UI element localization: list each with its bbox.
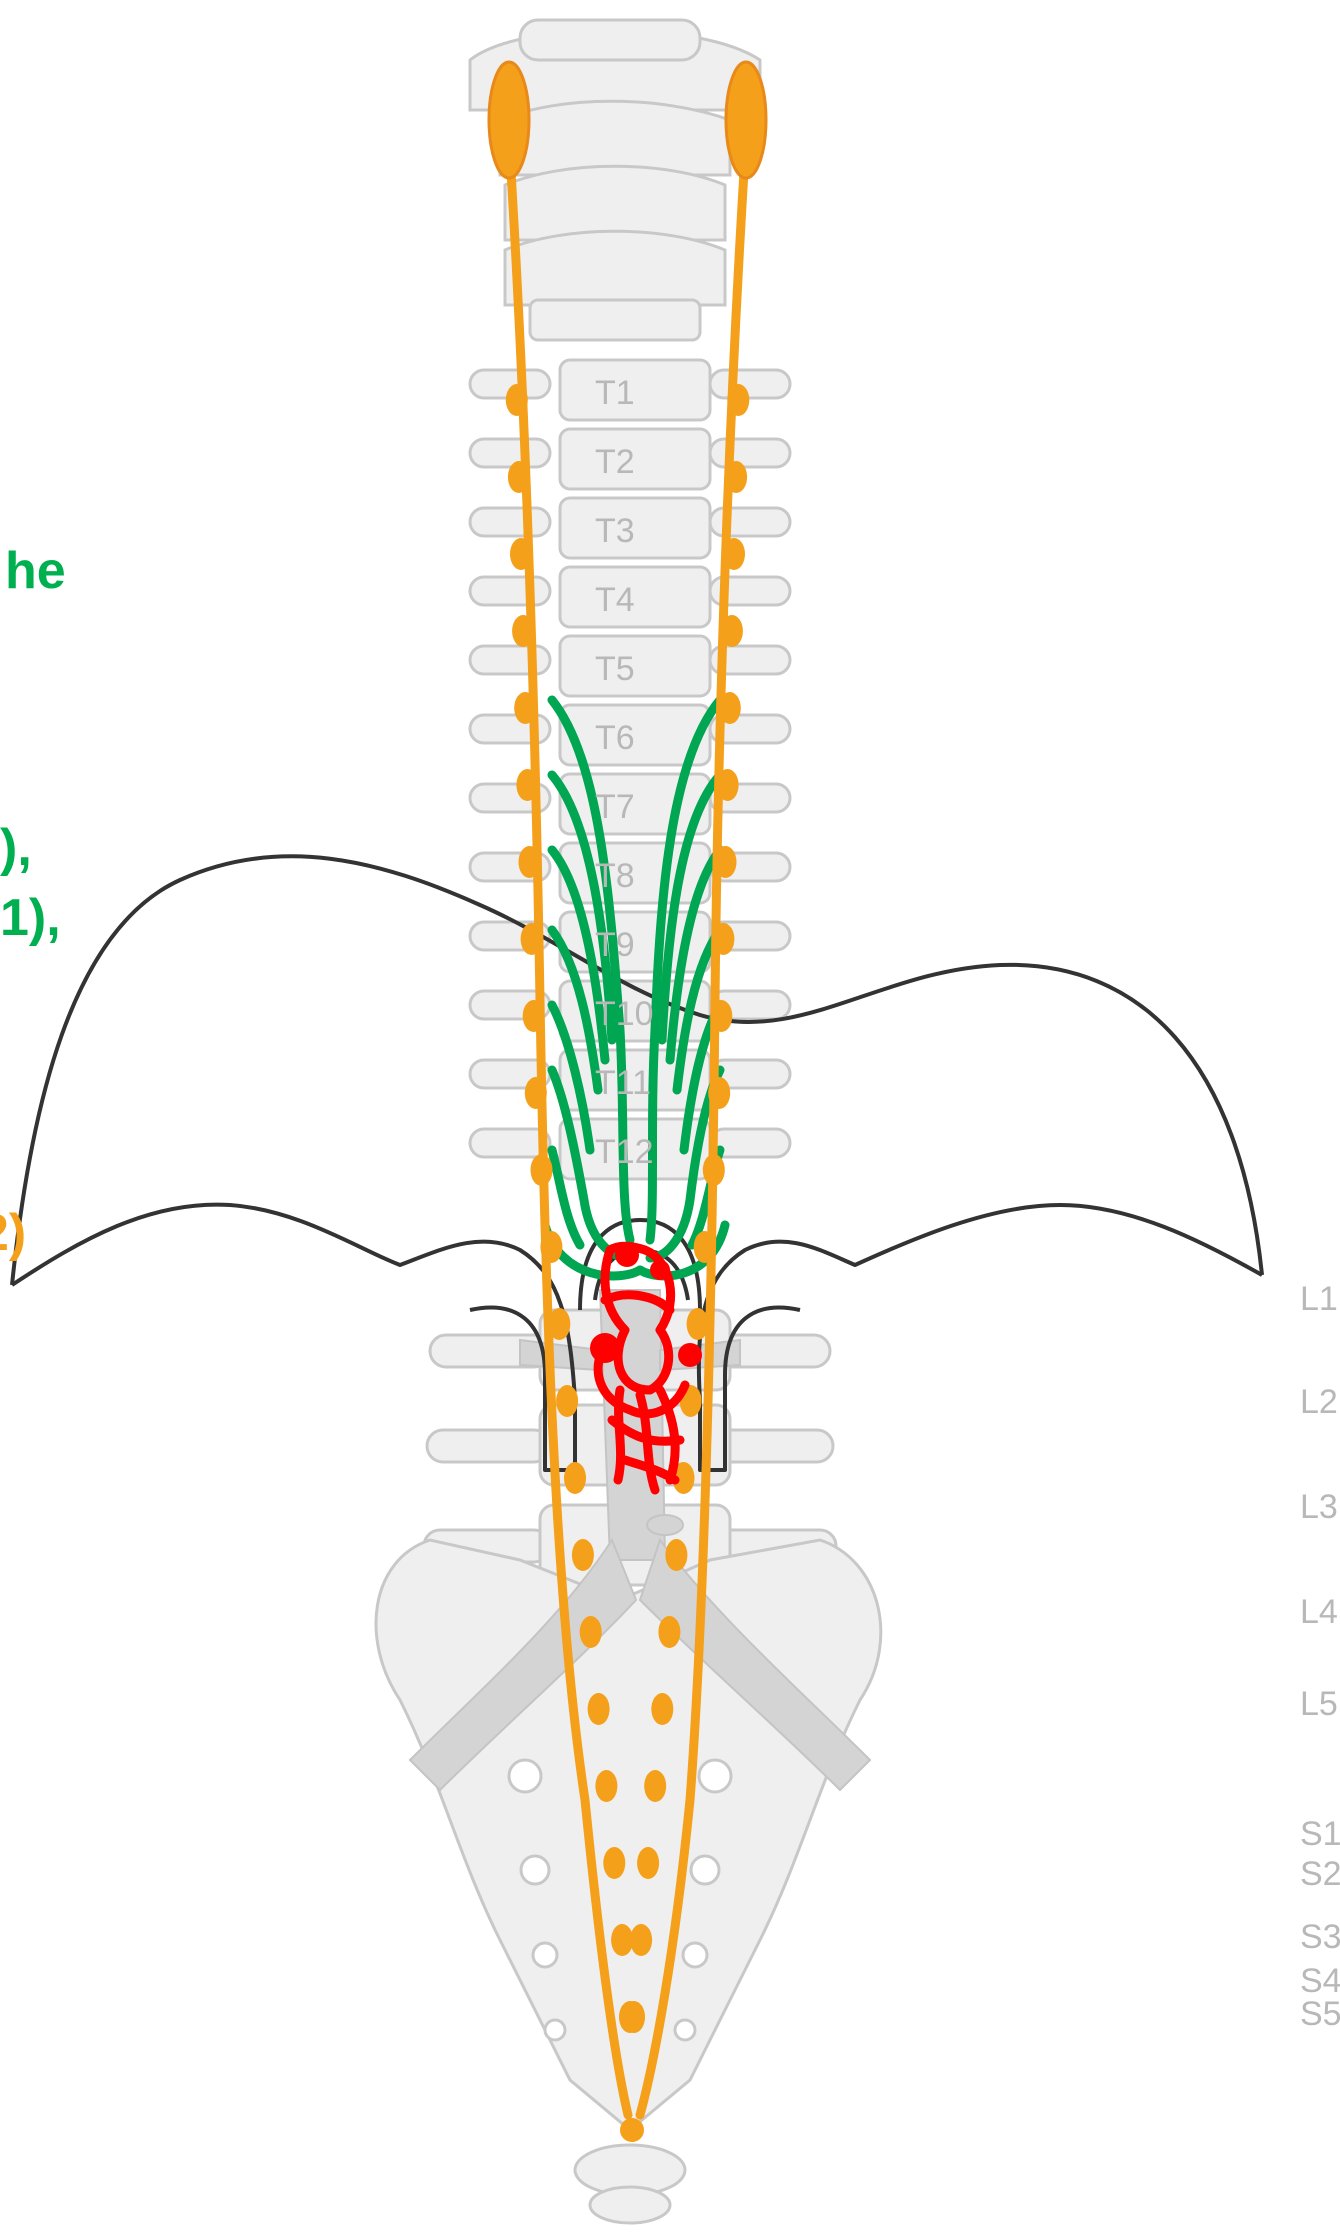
label-s1: S1 [1300, 1815, 1340, 1853]
left-chain-ganglion [580, 1616, 602, 1648]
left-chain-ganglion [523, 1000, 545, 1032]
left-chain-ganglion [588, 1693, 610, 1725]
right-chain-ganglion [723, 538, 745, 570]
right-chain-ganglion [703, 1154, 725, 1186]
left-chain-ganglion [506, 384, 528, 416]
left-chain-ganglion [516, 769, 538, 801]
label-s2: S2 [1300, 1855, 1340, 1893]
left-chain-ganglion [595, 1770, 617, 1802]
left-chain-ganglion [521, 923, 543, 955]
label-t10: T10 [595, 995, 654, 1033]
right-chain-ganglion [708, 1077, 730, 1109]
label-s3: S3 [1300, 1918, 1340, 1956]
label-l4: L4 [1300, 1593, 1338, 1631]
right-chain-ganglion [725, 461, 747, 493]
ganglion-impar [620, 2118, 644, 2142]
label-t6: T6 [595, 719, 635, 757]
right-chain-ganglion [644, 1770, 666, 1802]
label-t12: T12 [595, 1133, 654, 1171]
right-chain-ganglion [715, 846, 737, 878]
label-t7: T7 [595, 788, 635, 826]
left-chain-ganglion [510, 538, 532, 570]
left-chain-ganglion [603, 1847, 625, 1879]
right-chain-ganglion [694, 1231, 716, 1263]
label-l5: L5 [1300, 1685, 1338, 1723]
right-chain-ganglion [665, 1539, 687, 1571]
right-chain-ganglion [637, 1847, 659, 1879]
right-chain-ganglion [630, 1924, 652, 1956]
cropped-green-text-1: he [5, 542, 66, 600]
right-chain-ganglion [727, 384, 749, 416]
label-t1: T1 [595, 374, 635, 412]
label-l3: L3 [1300, 1488, 1338, 1526]
right-chain-ganglion [712, 923, 734, 955]
cropped-green-text-2: ), [0, 819, 32, 877]
right-chain-ganglion [651, 1693, 673, 1725]
left-chain-ganglion [556, 1385, 578, 1417]
label-l1: L1 [1300, 1280, 1338, 1318]
right-chain-ganglion [623, 2001, 645, 2033]
right-chain-ganglion [658, 1616, 680, 1648]
left-chain-ganglion [564, 1462, 586, 1494]
label-t5: T5 [595, 650, 635, 688]
left-chain-ganglion [519, 846, 541, 878]
right-chain-ganglion [717, 769, 739, 801]
label-t9: T9 [595, 926, 635, 964]
left-chain-ganglion [514, 692, 536, 724]
left-chain-ganglion [548, 1308, 570, 1340]
label-t3: T3 [595, 512, 635, 550]
label-s5: S5 [1300, 1995, 1340, 2033]
right-chain-ganglion [687, 1308, 709, 1340]
right-chain-ganglion [710, 1000, 732, 1032]
cropped-green-text-3: 1), [0, 889, 61, 947]
left-chain-ganglion [512, 615, 534, 647]
left-chain-ganglion [525, 1077, 547, 1109]
label-t2: T2 [595, 443, 635, 481]
left-chain-ganglion [540, 1231, 562, 1263]
right-chain-ganglion [719, 692, 741, 724]
left-chain-ganglion [531, 1154, 553, 1186]
label-t4: T4 [595, 581, 635, 619]
label-t8: T8 [595, 857, 635, 895]
label-l2: L2 [1300, 1383, 1338, 1421]
label-t11: T11 [595, 1064, 651, 1102]
left-chain-ganglion [611, 1924, 633, 1956]
right-chain-ganglion [721, 615, 743, 647]
left-chain-ganglion [572, 1539, 594, 1571]
cropped-orange-text-1: 2) [0, 1204, 26, 1262]
left-chain-ganglion [508, 461, 530, 493]
